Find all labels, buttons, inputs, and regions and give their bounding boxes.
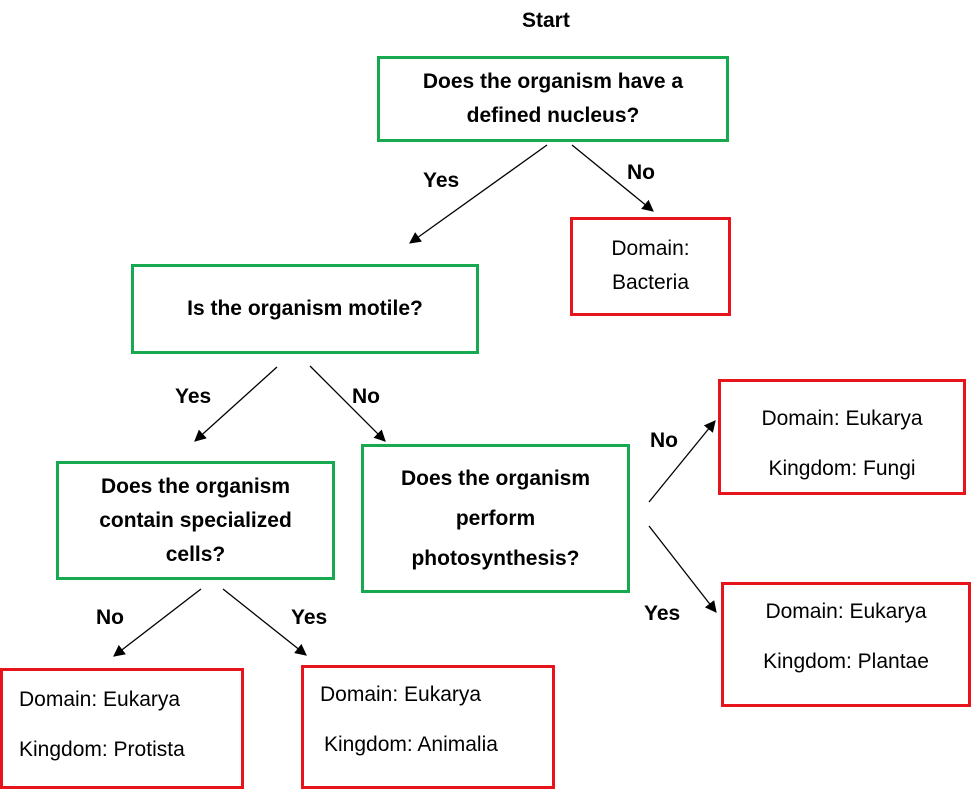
edge-label-photosynthesis-yes: Yes [644, 602, 681, 625]
result-line: Domain: Eukarya [765, 600, 927, 623]
result-line: Domain: Eukarya [761, 407, 923, 430]
result-line: Kingdom: Animalia [324, 733, 498, 756]
question-line: defined nucleus? [466, 104, 640, 127]
question-line: Does the organism have a [422, 70, 684, 93]
edge-photosynthesis-fungi [648, 420, 716, 503]
question-line: Is the organism motile? [187, 297, 423, 320]
result-line: Domain: Eukarya [19, 688, 181, 711]
question-line: cells? [165, 542, 226, 566]
question-line: photosynthesis? [411, 546, 580, 570]
question-motile: Is the organism motile? [131, 264, 479, 354]
question-line: contain specialized [99, 508, 292, 532]
result-line: Domain: [611, 237, 690, 260]
edge-motile-photosynthesis [309, 365, 386, 442]
result-animalia: Domain: Eukarya Kingdom: Animalia [301, 665, 555, 789]
edge-specialized-protista [113, 588, 202, 657]
result-line: Kingdom: Protista [19, 738, 185, 761]
result-line: Kingdom: Fungi [768, 457, 916, 480]
result-fungi: Domain: Eukarya Kingdom: Fungi [718, 379, 966, 495]
edge-nucleus-motile [409, 144, 548, 244]
question-line: perform [455, 506, 536, 530]
edge-label-nucleus-no: No [627, 161, 655, 184]
result-line: Domain: Eukarya [320, 683, 482, 706]
result-protista: Domain: Eukarya Kingdom: Protista [0, 668, 244, 789]
start-label: Start [522, 9, 570, 32]
edge-photosynthesis-plantae [648, 525, 717, 613]
edge-label-nucleus-yes: Yes [423, 169, 460, 192]
edge-motile-specialized [194, 366, 278, 442]
edge-label-motile-no: No [352, 385, 380, 408]
question-specialized: Does the organism contain specialized ce… [56, 461, 335, 580]
edge-nucleus-bacteria [571, 144, 654, 212]
question-line: Does the organism [100, 474, 291, 498]
question-nucleus: Does the organism have a defined nucleus… [377, 56, 729, 142]
result-plantae: Domain: Eukarya Kingdom: Plantae [721, 582, 971, 707]
result-bacteria: Domain: Bacteria [570, 217, 731, 316]
edge-label-specialized-yes: Yes [291, 606, 328, 629]
question-line: Does the organism [400, 466, 591, 490]
edge-label-photosynthesis-no: No [650, 429, 678, 452]
question-photosynthesis: Does the organism perform photosynthesis… [361, 444, 630, 593]
edge-label-specialized-no: No [96, 606, 124, 629]
result-line: Bacteria [611, 271, 690, 294]
edge-specialized-animalia [222, 588, 307, 656]
result-line: Kingdom: Plantae [763, 650, 929, 673]
edge-label-motile-yes: Yes [175, 385, 212, 408]
